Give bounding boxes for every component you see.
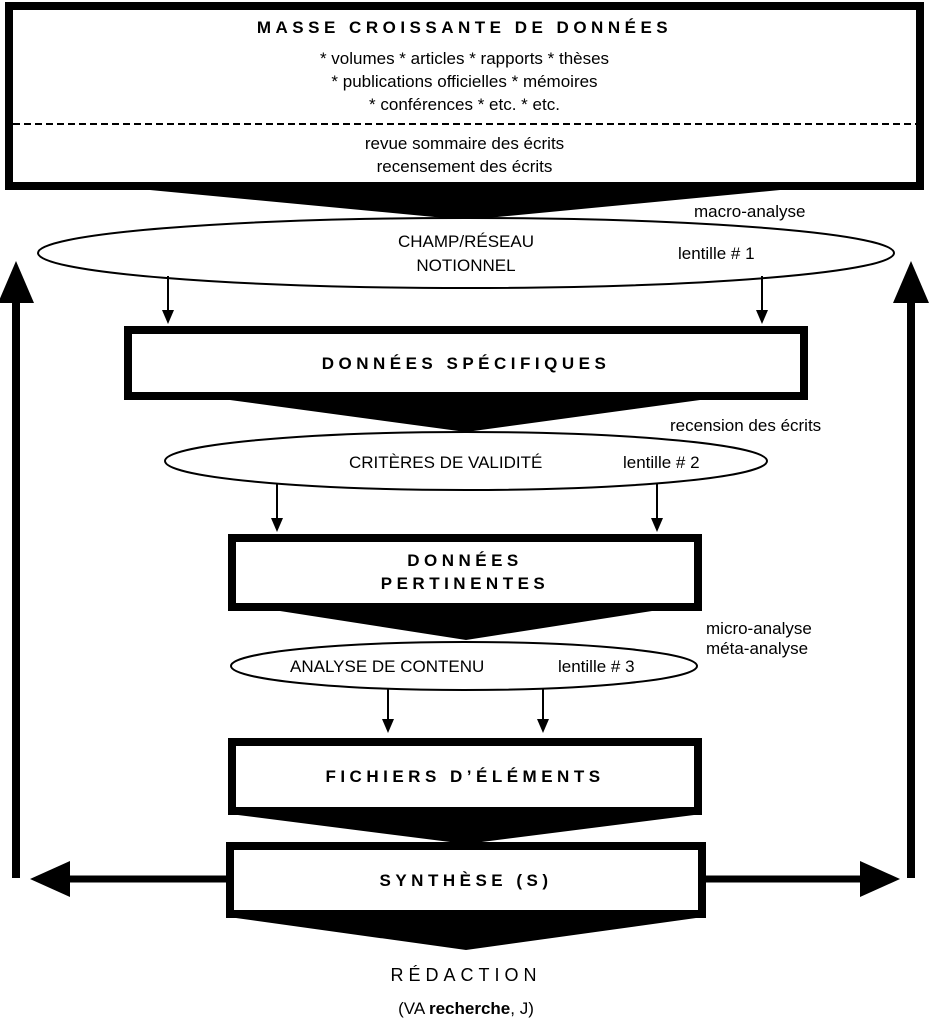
top-box-sources-line-1: * volumes * articles * rapports * thèses	[319, 49, 610, 68]
funnel-2	[230, 400, 700, 432]
right-horizontal-arrow	[706, 861, 900, 897]
synthesis-title: SYNTHÈSE (S)	[379, 871, 553, 890]
funnel-3	[280, 611, 652, 640]
element-files-title: FICHIERS D’ÉLÉMENTS	[325, 767, 605, 786]
relevant-data-box	[228, 534, 702, 611]
lens-1-arrows	[162, 276, 768, 324]
drafting-title: RÉDACTION	[390, 965, 542, 985]
footer-bold-word: recherche	[428, 999, 511, 1018]
lens-3-arrows	[382, 689, 549, 733]
top-box-sub-line-2: recensement des écrits	[376, 157, 553, 176]
lens-2	[164, 431, 768, 491]
lens-3-title: ANALYSE DE CONTENU	[290, 657, 485, 676]
lens-2-arrows	[271, 484, 663, 532]
footer-paren-open: (VA	[398, 999, 429, 1018]
funnel-5	[236, 918, 696, 950]
meta-analysis-label: méta-analyse	[706, 639, 809, 658]
lens-1-title-line-1: CHAMP/RÉSEAU	[397, 232, 535, 251]
lens-1	[37, 217, 895, 289]
lens-2-title: CRITÈRES DE VALIDITÉ	[349, 453, 543, 472]
lens-3-tag: lentille # 3	[558, 657, 635, 676]
macro-analysis-label: macro-analyse	[694, 202, 806, 221]
relevant-data-title-line-1: DONNÉES	[407, 551, 523, 570]
funnel-4	[238, 815, 694, 844]
specific-data-title: DONNÉES SPÉCIFIQUES	[321, 354, 611, 373]
top-box-title: MASSE CROISSANTE DE DONNÉES	[256, 18, 673, 37]
funnel-1	[150, 190, 780, 220]
lens-2-tag: lentille # 2	[623, 453, 700, 472]
synthesis-box	[226, 842, 706, 918]
left-vertical-arrow	[0, 261, 34, 878]
micro-analysis-label: micro-analyse	[706, 619, 812, 638]
footer-reference: (VA recherche, J)	[266, 999, 666, 1019]
top-box-sources-line-3: * conférences * etc. * etc.	[369, 95, 560, 114]
left-horizontal-arrow	[30, 861, 226, 897]
literature-review-label: recension des écrits	[670, 416, 822, 435]
right-vertical-arrow	[893, 261, 929, 878]
top-box-sub-line-1: revue sommaire des écrits	[364, 134, 565, 153]
relevant-data-title-line-2: PERTINENTES	[380, 574, 550, 593]
lens-1-tag: lentille # 1	[678, 244, 755, 263]
lens-1-title-line-2: NOTIONNEL	[416, 256, 516, 275]
footer-paren-close: , J)	[510, 999, 534, 1018]
specific-data-box	[124, 326, 808, 400]
lens-3	[230, 641, 698, 691]
element-files-box	[228, 738, 702, 815]
top-box-sources-line-2: * publications officielles * mémoires	[331, 72, 598, 91]
top-box	[5, 2, 924, 190]
